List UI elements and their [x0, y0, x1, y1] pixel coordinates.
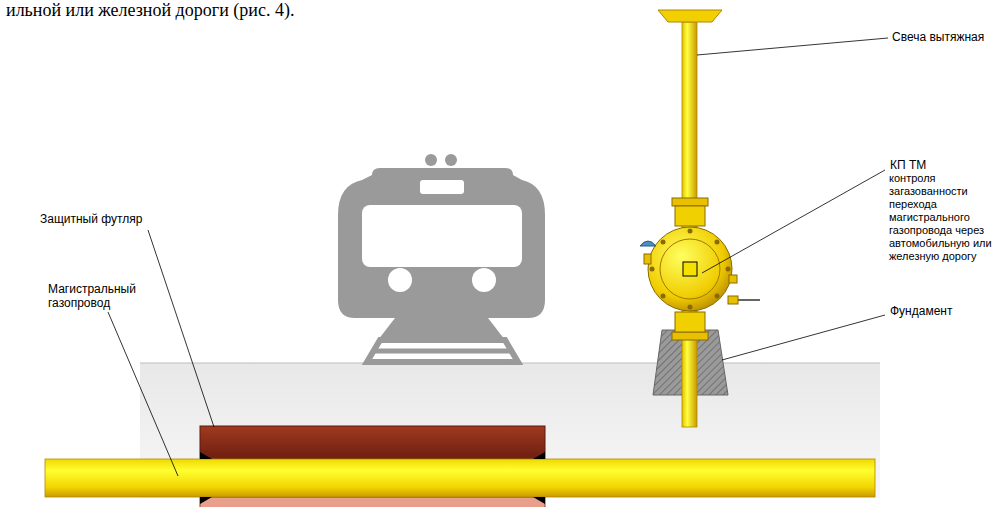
- part-label: Защитный футляр: [40, 212, 142, 226]
- part-label: Свеча вытяжная: [892, 30, 984, 44]
- caption-fragment: ильной или железной дороги (рис. 4).: [6, 0, 294, 20]
- part-label: Фундамент: [890, 304, 952, 318]
- part-label: Магистральный газопровод: [48, 282, 158, 310]
- part-label: КП ТМ: [890, 158, 926, 172]
- part-description: контроля загазованности перехода магистр…: [889, 172, 999, 263]
